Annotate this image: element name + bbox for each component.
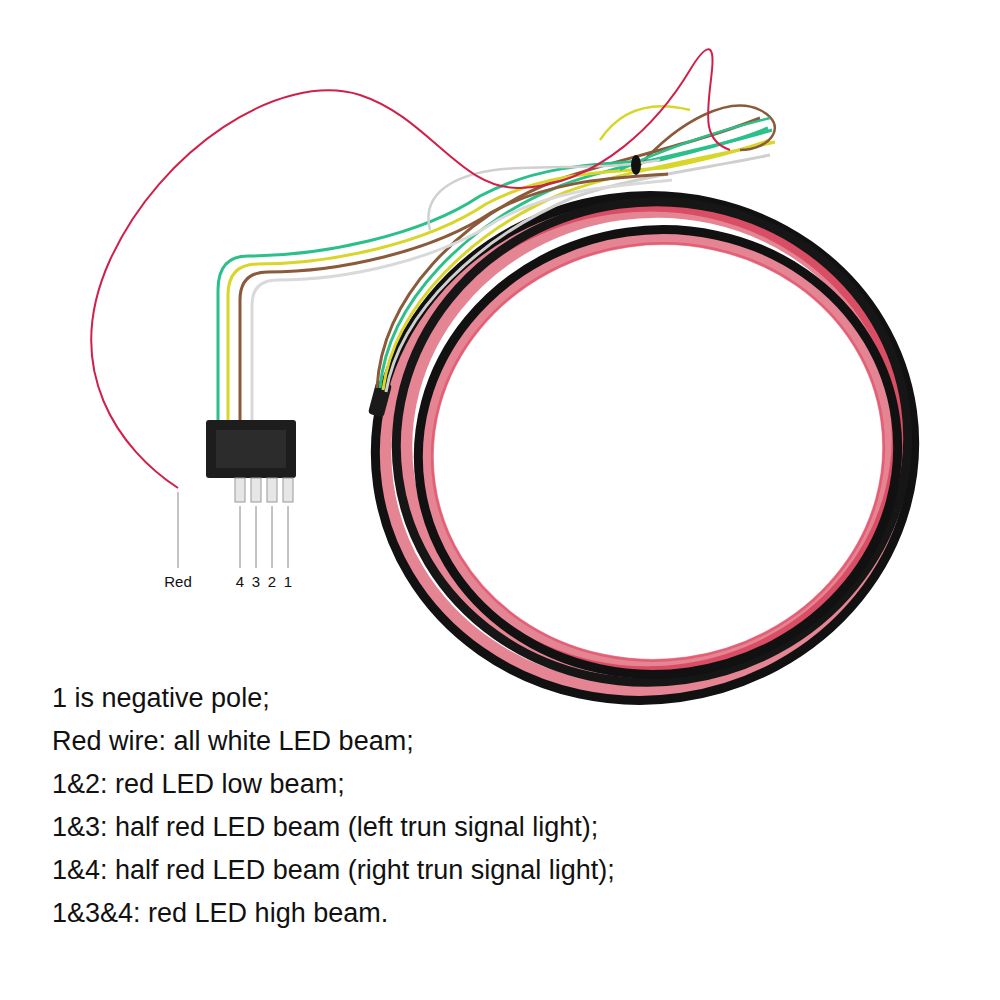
callout-number: 3: [252, 573, 260, 590]
red-wire: [91, 49, 730, 488]
cable-tie: [631, 155, 641, 175]
connector-wires: [218, 128, 770, 420]
note-line: 1&3&4: red LED high beam.: [52, 898, 388, 929]
note-line: 1&2: red LED low beam;: [52, 769, 345, 800]
led-strip-coil: [343, 161, 948, 735]
callout-number: 1: [284, 573, 292, 590]
callout-number: 2: [268, 573, 276, 590]
note-line: 1 is negative pole;: [52, 683, 270, 714]
leader-lines: [178, 492, 288, 568]
callout-number: 4: [236, 573, 244, 590]
note-line: Red wire: all white LED beam;: [52, 726, 414, 757]
wire-loops: [428, 106, 774, 230]
strip-wires: [377, 118, 775, 392]
note-line: 1&3: half red LED beam (left trun signal…: [52, 812, 598, 843]
note-line: 1&4: half red LED beam (right trun signa…: [52, 855, 615, 886]
four-pin-connector: [206, 420, 296, 502]
wire-label: Red: [164, 573, 192, 590]
